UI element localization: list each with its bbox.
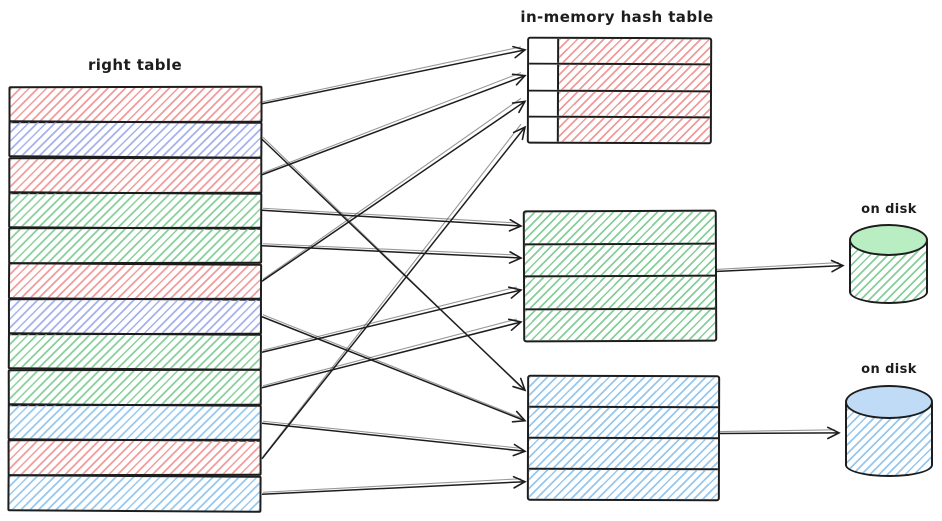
hash-table-entry-4 xyxy=(558,117,710,143)
hash-bucket-slot-1 xyxy=(529,38,560,64)
arrow-row10-to-blue-partition-row3 xyxy=(261,422,527,457)
arrow-row5-to-green-partition-row2-sketch-stroke xyxy=(262,243,518,256)
right-table-row-4-green xyxy=(8,191,263,231)
arrow-row10-to-blue-partition-row3-sketch-stroke xyxy=(262,420,522,449)
arrow-row12-to-blue-partition-row4 xyxy=(261,475,527,495)
arrow-row8-to-green-partition-row3 xyxy=(261,286,523,353)
green-disk-top-ellipse xyxy=(849,224,928,256)
arrow-row7-to-blue-partition-row2-sketch-stroke xyxy=(262,314,522,419)
green-partition-row-1 xyxy=(524,211,715,245)
green-disk-label: on disk xyxy=(861,202,917,217)
blue-partition-row-4 xyxy=(528,469,718,500)
hash-table-entry-3 xyxy=(558,91,710,117)
arrow-green-partition-to-green-disk-sketch-stroke xyxy=(715,262,840,270)
right-table-row-10-blue xyxy=(7,403,262,443)
hash-bucket-slot-4 xyxy=(528,117,559,142)
right-table xyxy=(7,85,263,513)
right-table-row-8-green xyxy=(7,332,262,372)
hash-table-row-1 xyxy=(529,38,711,66)
hash-table-label: in-memory hash table xyxy=(520,8,714,26)
right-table-label: right table xyxy=(87,56,183,74)
arrow-row4-to-green-partition-row1-sketch-stroke xyxy=(262,207,518,224)
green-partition-row-4 xyxy=(525,309,716,341)
right-table-row-11-red xyxy=(7,439,262,477)
arrow-row8-to-green-partition-row3-sketch-stroke xyxy=(262,286,518,351)
arrow-row11-to-hash-table-row4 xyxy=(261,125,527,460)
arrow-row6-to-hash-table-row3-sketch-stroke xyxy=(262,97,522,280)
hash-table-entry-1 xyxy=(559,38,711,64)
right-table-row-5-green xyxy=(8,227,263,265)
hash-table-row-2 xyxy=(528,64,711,92)
right-table-row-9-green xyxy=(7,368,262,407)
arrow-green-partition-to-green-disk xyxy=(714,259,845,273)
arrow-row7-to-blue-partition-row2 xyxy=(261,316,527,423)
arrow-row12-to-blue-partition-row4-sketch-stroke xyxy=(262,478,522,493)
hash-bucket-slot-2 xyxy=(529,64,560,90)
arrow-blue-partition-to-blue-disk-sketch-stroke xyxy=(718,429,836,433)
right-table-row-2-indigo xyxy=(8,120,263,160)
arrow-row6-to-hash-table-row3 xyxy=(261,100,527,282)
blue-partition-row-1 xyxy=(529,376,719,409)
hash-table-entry-2 xyxy=(559,65,711,90)
arrow-row2-to-blue-partition-row1 xyxy=(261,138,527,392)
hash-table-row-3 xyxy=(528,91,710,119)
blue-partition-row-2 xyxy=(528,407,719,440)
right-table-row-6-red xyxy=(7,261,263,301)
green-partition xyxy=(522,209,718,343)
arrow-row9-to-green-partition-row4-sketch-stroke xyxy=(262,318,518,387)
arrow-row2-to-blue-partition-row1-sketch-stroke xyxy=(262,136,522,388)
blue-disk-top-ellipse xyxy=(845,385,933,419)
right-table-row-7-indigo xyxy=(7,297,262,336)
arrow-row3-to-hash-table-row2-sketch-stroke xyxy=(262,72,522,174)
green-partition-row-3 xyxy=(525,276,716,310)
arrow-row9-to-green-partition-row4 xyxy=(261,318,523,389)
hash-bucket-slot-3 xyxy=(528,91,559,116)
arrow-row11-to-hash-table-row4-sketch-stroke xyxy=(262,123,522,458)
right-table-row-3-red xyxy=(8,156,263,195)
green-partition-row-2 xyxy=(524,244,716,278)
hash-table xyxy=(526,36,713,145)
blue-disk xyxy=(845,385,933,477)
arrow-row4-to-green-partition-row1 xyxy=(261,209,523,232)
arrow-blue-partition-to-blue-disk xyxy=(717,426,841,440)
arrow-row1-to-hash-table-row1-sketch-stroke xyxy=(262,46,522,103)
arrow-row3-to-hash-table-row2 xyxy=(261,73,527,176)
right-table-row-1-red xyxy=(8,85,263,124)
right-table-row-12-blue xyxy=(7,473,262,513)
blue-partition xyxy=(526,374,721,502)
hash-table-row-4 xyxy=(528,117,710,143)
blue-partition-row-3 xyxy=(528,438,718,471)
green-disk xyxy=(849,224,928,304)
arrow-row1-to-hash-table-row1 xyxy=(261,45,527,105)
blue-disk-label: on disk xyxy=(861,362,917,377)
arrow-row5-to-green-partition-row2 xyxy=(261,245,523,264)
